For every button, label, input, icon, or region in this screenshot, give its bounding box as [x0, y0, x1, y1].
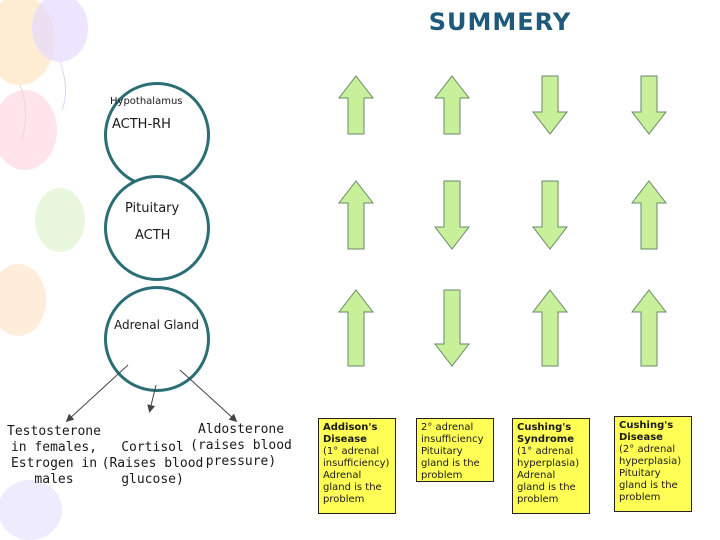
page-title: SUMMERY	[428, 8, 572, 36]
connector-cortisol	[147, 384, 157, 413]
arrow-up-icon	[531, 289, 569, 367]
arrow-up-icon	[630, 180, 668, 250]
connector-aldosterone	[179, 369, 238, 423]
box-secondary-adrenal-insufficiency: 2° adrenal insufficiency Pituitary gland…	[416, 418, 494, 482]
connector-testosterone	[65, 364, 129, 423]
adrenal-gland-circle	[104, 286, 210, 392]
arrow-down-icon	[433, 289, 471, 367]
box-description: (1° adrenal hyperplasia) Adrenal gland i…	[517, 446, 580, 505]
box-cushings-disease: Cushing's Disease (2° adrenal hyperplasi…	[614, 416, 692, 512]
box-addisons-disease: Addison's Disease (1° adrenal insufficie…	[318, 418, 396, 514]
hypothalamus-circle	[104, 82, 210, 188]
hypothalamus-label: Hypothalamus	[110, 96, 183, 107]
arrow-up-icon	[337, 180, 375, 250]
box-description: 2° adrenal insufficiency Pituitary gland…	[421, 422, 484, 481]
output-cortisol-label: Cortisol (Raises blood glucose)	[101, 440, 204, 487]
acth-label: ACTH	[135, 228, 171, 243]
arrow-up-icon	[337, 75, 375, 135]
output-aldosterone-label: Aldosterone (raises blood pressure)	[190, 422, 292, 469]
arrow-down-icon	[630, 75, 668, 135]
arrow-down-icon	[531, 75, 569, 135]
adrenal-gland-label: Adrenal Gland	[114, 318, 199, 332]
box-title: Cushing's Syndrome	[517, 422, 575, 445]
box-description: (2° adrenal hyperplasia) Pituitary gland…	[619, 444, 682, 503]
box-title: Addison's Disease	[323, 422, 378, 445]
arrow-up-icon	[630, 289, 668, 367]
box-title: Cushing's Disease	[619, 420, 674, 443]
output-testosterone-label: Testosterone in females, Estrogen in mal…	[7, 424, 101, 487]
box-description: (1° adrenal insufficiency) Adrenal gland…	[323, 446, 390, 505]
arrow-down-icon	[531, 180, 569, 250]
arrow-down-icon	[433, 180, 471, 250]
acth-rh-label: ACTH-RH	[112, 117, 171, 132]
pituitary-circle	[104, 175, 210, 281]
arrow-up-icon	[433, 75, 471, 135]
pituitary-label: Pituitary	[125, 201, 180, 216]
box-cushings-syndrome: Cushing's Syndrome (1° adrenal hyperplas…	[512, 418, 590, 514]
arrow-up-icon	[337, 289, 375, 367]
